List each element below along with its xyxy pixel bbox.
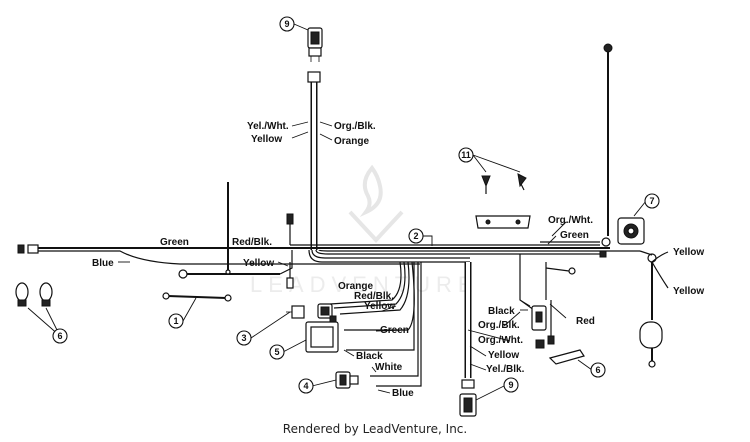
bundle-top-connector [307, 71, 321, 83]
callouts: 1 2 3 4 5 6 6 7 9 9 11 [52, 16, 660, 394]
small-switch [335, 371, 359, 389]
label-yel-wht-top: Yel./Wht. [247, 121, 289, 132]
callout-1: 1 [173, 316, 178, 326]
label-yel-blk-right: Yel./Blk. [486, 364, 525, 375]
label-green-mid: Green [380, 325, 409, 336]
label-yellow-mid2: Yellow [364, 301, 395, 312]
callout-11: 11 [461, 150, 471, 160]
label-org-wht-right2: Org./Wht. [478, 335, 523, 346]
label-yellow-mid: Yellow [243, 258, 274, 269]
label-red-blk-left: Red/Blk. [232, 237, 272, 248]
callout-2: 2 [413, 231, 418, 241]
mid-harness-branch [329, 261, 422, 387]
callout-5: 5 [274, 347, 279, 357]
bracket-part [475, 215, 531, 229]
fuse-connector [286, 213, 294, 289]
label-blue-left: Blue [92, 258, 114, 269]
main-vertical-bundle [307, 71, 420, 263]
label-black-right: Black [488, 306, 515, 317]
label-red-blk-mid: Red/Blk. [354, 291, 394, 302]
right-vertical-bundle [459, 262, 477, 417]
label-org-blk-top: Org./Blk. [334, 121, 376, 132]
headlight-lead [590, 250, 669, 368]
vertical-probe-wire [225, 182, 231, 275]
ignition-switch-top [307, 27, 323, 62]
callout-6-brake: 6 [595, 365, 600, 375]
ground-strap [162, 292, 232, 302]
label-red-right: Red [576, 316, 595, 327]
callout-6-bulbs: 6 [57, 331, 62, 341]
label-green-right: Green [560, 230, 589, 241]
battery-cable [178, 250, 293, 279]
regulator-connector [286, 303, 333, 319]
screws [481, 173, 527, 194]
callout-9-bottom: 9 [508, 380, 513, 390]
label-yellow-top: Yellow [251, 134, 282, 145]
module-component [305, 315, 339, 353]
label-yellow-right-bottom: Yellow [673, 286, 704, 297]
label-white-low: White [375, 362, 403, 373]
callout-4: 4 [303, 381, 308, 391]
watermark: LEADVENTURE [250, 164, 473, 297]
label-yellow-right2: Yellow [488, 350, 519, 361]
leader-lines [27, 23, 647, 401]
seat-switch-branch [519, 254, 576, 345]
footer-credit: Rendered by LeadVenture, Inc. [282, 422, 468, 436]
right-vertical-lead [601, 43, 613, 247]
brake-switch [535, 339, 585, 365]
wire-labels: Yel./Wht. Yellow Org./Blk. Orange Green … [92, 121, 704, 399]
label-yellow-right-top: Yellow [673, 247, 704, 258]
label-orange-top: Orange [334, 136, 369, 147]
callout-3: 3 [241, 333, 246, 343]
label-org-blk-right: Org./Blk. [478, 320, 520, 331]
label-org-wht-right: Org./Wht. [548, 215, 593, 226]
label-black-mid: Black [356, 351, 383, 362]
label-blue-low: Blue [392, 388, 414, 399]
callout-9-top: 9 [284, 19, 289, 29]
key-switch-plug [617, 217, 645, 245]
label-green-left: Green [160, 237, 189, 248]
bulbs [15, 282, 53, 307]
label-orange-mid: Orange [338, 281, 373, 292]
callout-7: 7 [649, 196, 654, 206]
